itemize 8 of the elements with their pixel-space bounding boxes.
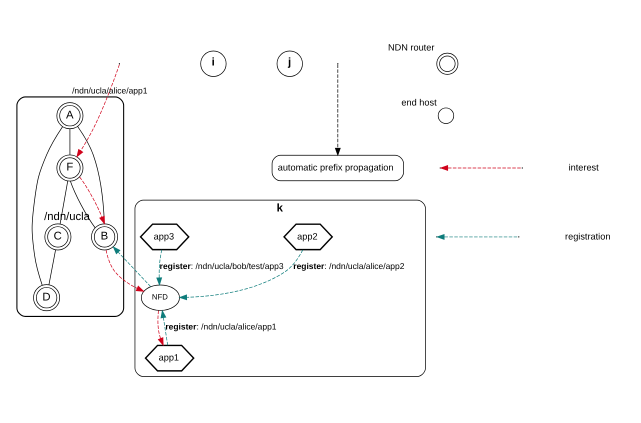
edge-label: register: /ndn/ucla/alice/app1	[165, 321, 276, 332]
edge-label: /ndn/ucla/alice/app1	[72, 85, 148, 96]
legend-label: NDN router	[388, 42, 434, 52]
edge-label: register: /ndn/ucla/bob/test/app3	[160, 260, 284, 270]
legend-label: registration	[565, 230, 610, 241]
legend-label: interest	[568, 162, 599, 172]
edge-label: register: /ndn/ucla/alice/app2	[293, 260, 404, 270]
legend-label: end host	[401, 96, 437, 107]
